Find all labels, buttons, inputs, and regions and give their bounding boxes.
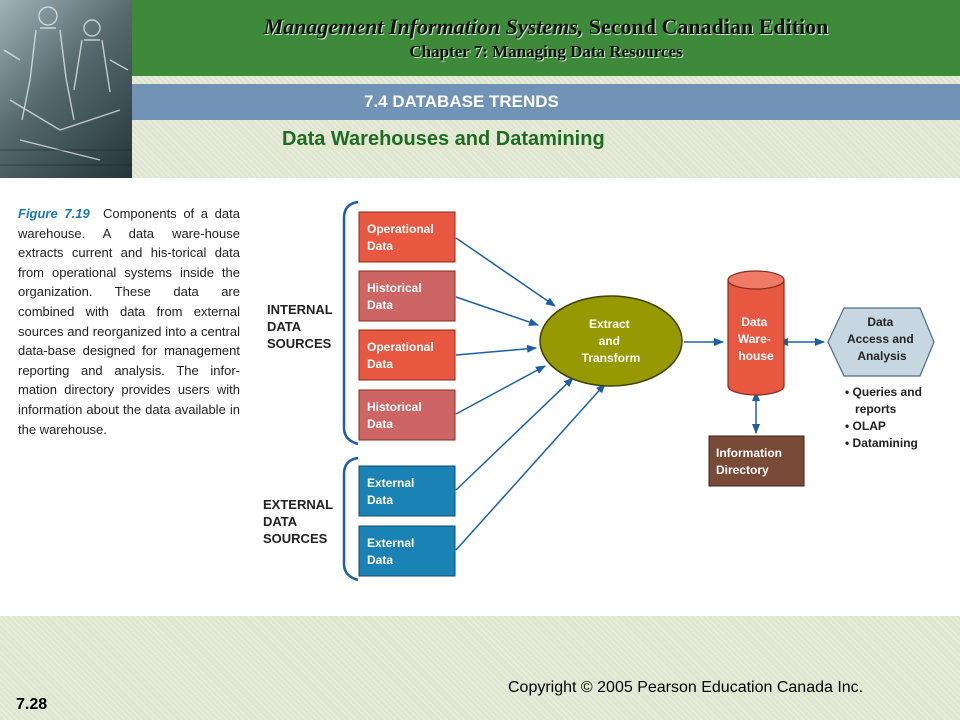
extract-transform-node: Extract and Transform [539, 295, 683, 387]
information-directory-box: Information Directory [708, 435, 805, 487]
chapter-title: Chapter 7: Managing Data Resources [409, 42, 683, 61]
internal-sources-label: INTERNAL DATA SOURCES [267, 302, 336, 351]
figure-caption: Figure 7.19 Components of a data warehou… [18, 204, 240, 439]
external-sources-label: EXTERNAL DATA SOURCES [263, 497, 336, 546]
svg-text:Data Ware- hou: Data Ware- house [738, 315, 774, 363]
book-title: Management Information Systems, Second C… [263, 14, 829, 39]
arrow [455, 296, 539, 326]
figure-number: Figure 7.19 [18, 206, 90, 221]
figure-panel: Figure 7.19 Components of a data warehou… [0, 178, 960, 616]
page-number: 7.28 [16, 696, 48, 713]
slide-title: Data Warehouses and Datamining [282, 128, 605, 150]
arrow [455, 365, 546, 415]
svg-text:Data Access and: Data Access and Analysis [847, 315, 917, 363]
external-sources-bracket [342, 456, 359, 582]
section-bar: 7.4 DATABASE TRENDS [132, 84, 960, 120]
arrow [455, 377, 574, 491]
arrow [455, 237, 556, 307]
svg-text:Extract and Tr: Extract and Transform [582, 317, 641, 365]
section-label: 7.4 DATABASE TRENDS [364, 92, 559, 111]
header-photo [0, 0, 132, 178]
copyright-notice: Copyright © 2005 Pearson Education Canad… [508, 679, 864, 696]
internal-sources-bracket [342, 200, 359, 446]
header-bar: Management Information Systems, Second C… [132, 0, 960, 76]
svg-text:Information Directory: Information Directory [716, 446, 785, 477]
arrow [455, 383, 606, 551]
analysis-outputs-list: • Queries and reports • OLAP • Dataminin… [0, 178, 945, 450]
data-warehouse-diagram: INTERNAL DATA SOURCES EXTERNAL DATA SOUR… [0, 178, 945, 582]
data-access-analysis-node: Data Access and Analysis [827, 307, 935, 377]
arrow [455, 344, 537, 356]
business-people-sketch-image [0, 6, 132, 166]
caption-text: Components of a data warehouse. A data w… [18, 206, 240, 437]
data-warehouse-cylinder: Data Ware- house [727, 270, 785, 396]
